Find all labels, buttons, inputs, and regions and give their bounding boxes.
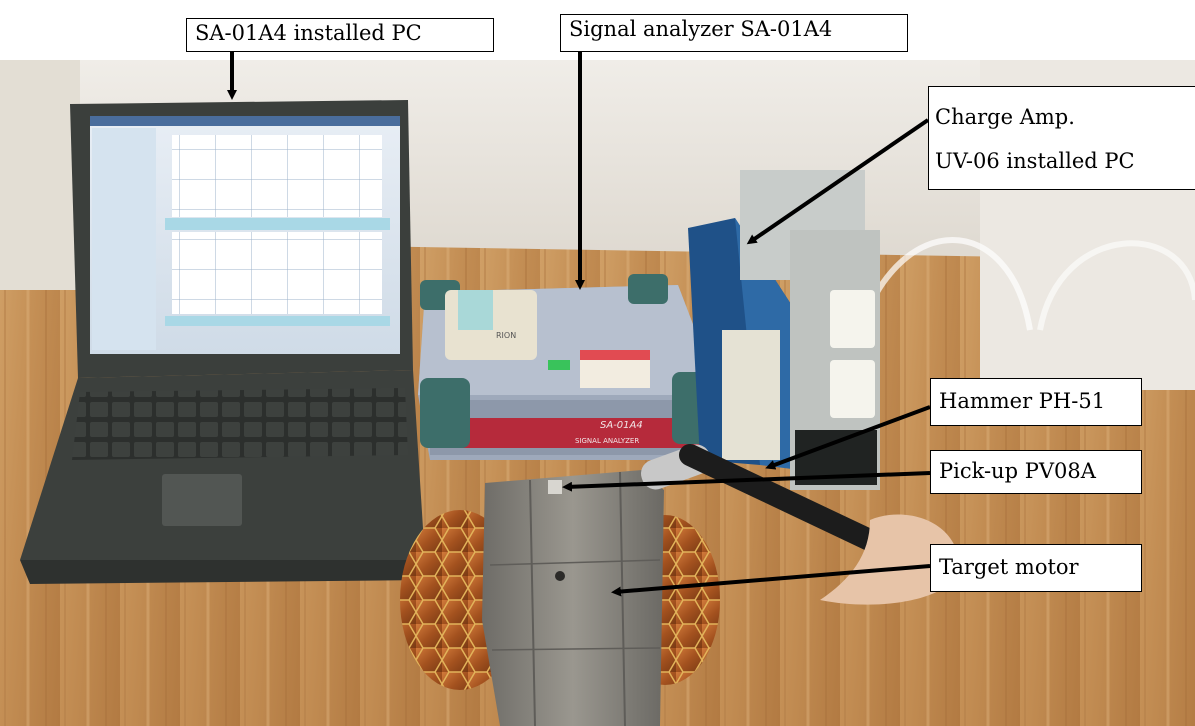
label-hammer: Hammer PH-51 [930, 378, 1142, 426]
svg-text:RION: RION [496, 331, 516, 340]
charge-amp [688, 170, 880, 490]
svg-text:SIGNAL ANALYZER: SIGNAL ANALYZER [575, 437, 639, 445]
label-analyzer: Signal analyzer SA-01A4 [560, 14, 908, 52]
laptop [20, 100, 428, 584]
svg-text:SA-01A4: SA-01A4 [600, 420, 643, 431]
label-charge-amp-line2: UV-06 installed PC [935, 149, 1135, 173]
label-charge-amp-line1: Charge Amp. [935, 105, 1075, 129]
label-pc: SA-01A4 installed PC [186, 18, 494, 52]
label-motor: Target motor [930, 544, 1142, 592]
signal-analyzer: SA-01A4 SIGNAL ANALYZER RION [418, 274, 722, 460]
label-pickup: Pick-up PV08A [930, 450, 1142, 494]
target-motor [400, 470, 720, 726]
label-charge-amp: Charge Amp. UV-06 installed PC [928, 86, 1195, 190]
